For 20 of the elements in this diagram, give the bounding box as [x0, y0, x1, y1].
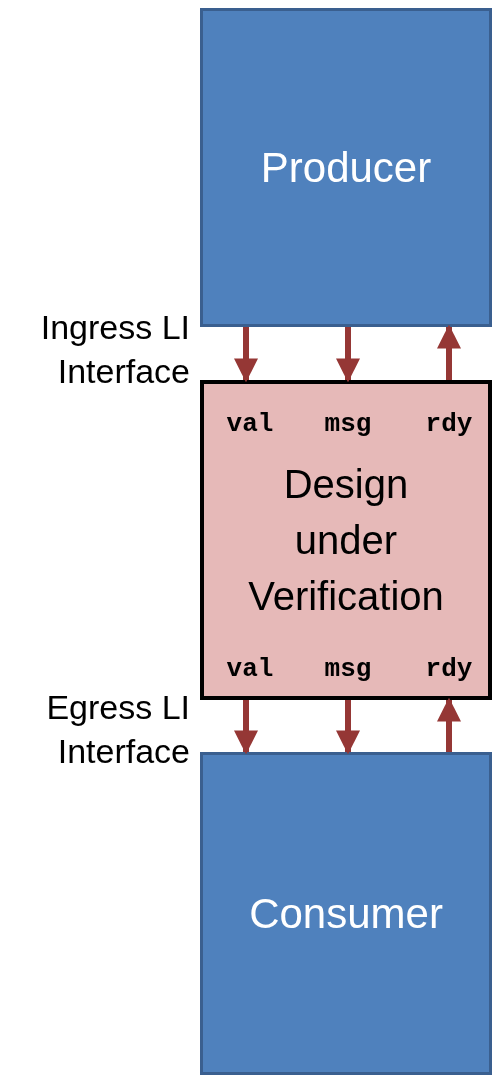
arrow: [234, 700, 258, 755]
module-block: [200, 752, 492, 1075]
module-block: [200, 8, 492, 327]
arrow: [234, 327, 258, 383]
port-label: val: [225, 408, 275, 441]
port-label: msg: [323, 653, 373, 686]
port-label: rdy: [424, 408, 474, 441]
interface-label: Ingress LI Interface: [39, 307, 190, 393]
port-label: rdy: [424, 653, 474, 686]
interface-label: Egress LI Interface: [45, 687, 190, 773]
port-label: msg: [323, 408, 373, 441]
block-label: Producer: [260, 143, 432, 193]
arrow: [437, 697, 461, 752]
block-label: Design under Verification: [247, 461, 445, 620]
block-label: Consumer: [249, 889, 443, 939]
port-label: val: [225, 653, 275, 686]
arrow: [437, 324, 461, 380]
design-block: [200, 380, 492, 700]
arrow: [336, 700, 360, 755]
arrow: [336, 327, 360, 383]
